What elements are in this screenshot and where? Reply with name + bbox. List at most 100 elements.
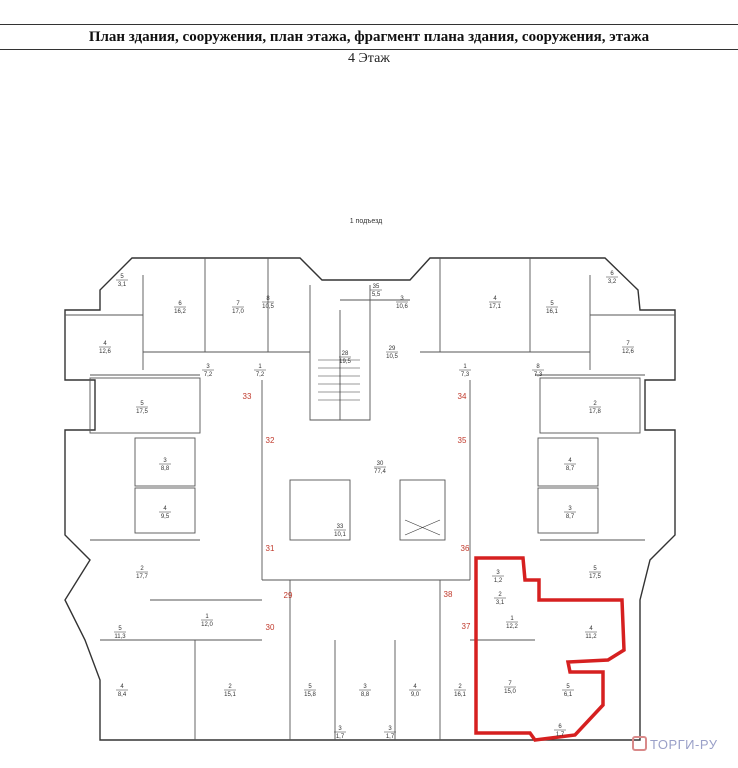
interior-walls xyxy=(65,258,675,740)
room-area: 1,7 xyxy=(556,732,565,738)
room-number: 3 xyxy=(400,296,404,302)
room-number: 7 xyxy=(508,681,512,687)
room-area: 3,2 xyxy=(608,279,617,285)
room-number: 3 xyxy=(363,684,367,690)
apartment-number: 31 xyxy=(266,544,275,553)
apartment-number: 29 xyxy=(284,591,293,600)
room-area: 19,5 xyxy=(339,359,351,365)
room-area: 7,3 xyxy=(534,372,543,378)
room-number: 6 xyxy=(178,301,182,307)
apartment-number: 34 xyxy=(458,392,467,401)
room-number: 7 xyxy=(236,301,240,307)
room-area: 11,3 xyxy=(114,634,126,640)
room-area: 17,7 xyxy=(136,574,148,580)
floor-label: 4 Этаж xyxy=(348,51,390,66)
room-area: 8,7 xyxy=(566,466,575,472)
room-area: 16,2 xyxy=(174,309,186,315)
room-area: 7,3 xyxy=(461,372,470,378)
room-number: 5 xyxy=(308,684,312,690)
entrance-label: 1 подъезд xyxy=(350,218,383,225)
apartment-number: 38 xyxy=(444,590,453,599)
room-number: 28 xyxy=(342,351,349,357)
room-number: 3 xyxy=(163,458,167,464)
room-area: 11,2 xyxy=(585,634,597,640)
room-number: 3 xyxy=(496,570,500,576)
room-area: 1,2 xyxy=(494,578,503,584)
room-area: 77,4 xyxy=(374,469,386,475)
room-number: 5 xyxy=(550,301,554,307)
room-area: 10,6 xyxy=(396,304,408,310)
room-number: 2 xyxy=(498,592,502,598)
room-number: 30 xyxy=(377,461,384,467)
apartment-numbers: 29 30 31 32 33 34 35 36 37 38 xyxy=(243,392,471,632)
apartment-number: 33 xyxy=(243,392,252,401)
room-number: 4 xyxy=(120,684,124,690)
room-number: 3 xyxy=(338,726,342,732)
room-number: 4 xyxy=(163,506,167,512)
room-number: 6 xyxy=(558,724,562,730)
room-area: 10,5 xyxy=(386,354,398,360)
room-area: 9,5 xyxy=(161,514,170,520)
room-area: 6,1 xyxy=(564,692,573,698)
room-area: 10,1 xyxy=(334,532,346,538)
room-number: 2 xyxy=(140,566,144,572)
room-number: 4 xyxy=(568,458,572,464)
room-number: 7 xyxy=(626,341,630,347)
room-number: 4 xyxy=(493,296,497,302)
room-number: 8 xyxy=(536,364,540,370)
room-area: 17,8 xyxy=(589,409,601,415)
room-number: 35 xyxy=(373,284,380,290)
room-area: 8,8 xyxy=(361,692,370,698)
room-area: 15,1 xyxy=(224,692,236,698)
room-number: 2 xyxy=(228,684,232,690)
apartment-number: 37 xyxy=(462,622,471,631)
building-outline xyxy=(64,257,676,741)
room-area: 12,6 xyxy=(99,349,111,355)
room-number: 1 xyxy=(463,364,467,370)
room-number: 1 xyxy=(205,614,209,620)
watermark-text: ТОРГИ-РУ xyxy=(650,737,718,752)
room-number: 4 xyxy=(413,684,417,690)
logo-icon xyxy=(632,736,647,751)
room-area: 8,4 xyxy=(118,692,127,698)
room-area: 12,0 xyxy=(201,622,213,628)
room-area: 15,8 xyxy=(304,692,316,698)
watermark: ТОРГИ-РУ xyxy=(632,736,718,752)
room-number: 3 xyxy=(568,506,572,512)
room-area: 16,1 xyxy=(546,309,558,315)
room-area: 1,7 xyxy=(386,734,395,740)
room-area: 7,2 xyxy=(256,372,265,378)
apartment-number: 35 xyxy=(458,436,467,445)
room-area: 10,5 xyxy=(262,304,274,310)
apartment-number: 32 xyxy=(266,436,275,445)
room-number: 5 xyxy=(593,566,597,572)
room-number: 5 xyxy=(118,626,122,632)
room-area: 15,0 xyxy=(504,689,516,695)
room-number: 1 xyxy=(258,364,262,370)
stairs xyxy=(318,359,441,536)
room-number: 3 xyxy=(206,364,210,370)
room-area: 1,7 xyxy=(336,734,345,740)
room-number: 5 xyxy=(120,274,124,280)
room-labels: 53,1616,2717,0810,5355,52819,52910,5310,… xyxy=(99,271,634,740)
room-area: 17,0 xyxy=(232,309,244,315)
room-number: 5 xyxy=(140,401,144,407)
document-title: План здания, сооружения, план этажа, фра… xyxy=(0,24,738,50)
room-area: 17,1 xyxy=(489,304,501,310)
apartment-number: 30 xyxy=(266,623,275,632)
room-area: 12,6 xyxy=(622,349,634,355)
room-number: 4 xyxy=(589,626,593,632)
room-area: 17,5 xyxy=(136,409,148,415)
room-area: 9,0 xyxy=(411,692,420,698)
highlighted-apartment-outline xyxy=(474,556,626,742)
room-area: 5,5 xyxy=(372,292,381,298)
room-area: 8,8 xyxy=(161,466,170,472)
room-number: 4 xyxy=(103,341,107,347)
room-number: 8 xyxy=(266,296,270,302)
room-area: 17,5 xyxy=(589,574,601,580)
room-number: 3 xyxy=(388,726,392,732)
room-area: 8,7 xyxy=(566,514,575,520)
room-number: 1 xyxy=(510,616,514,622)
